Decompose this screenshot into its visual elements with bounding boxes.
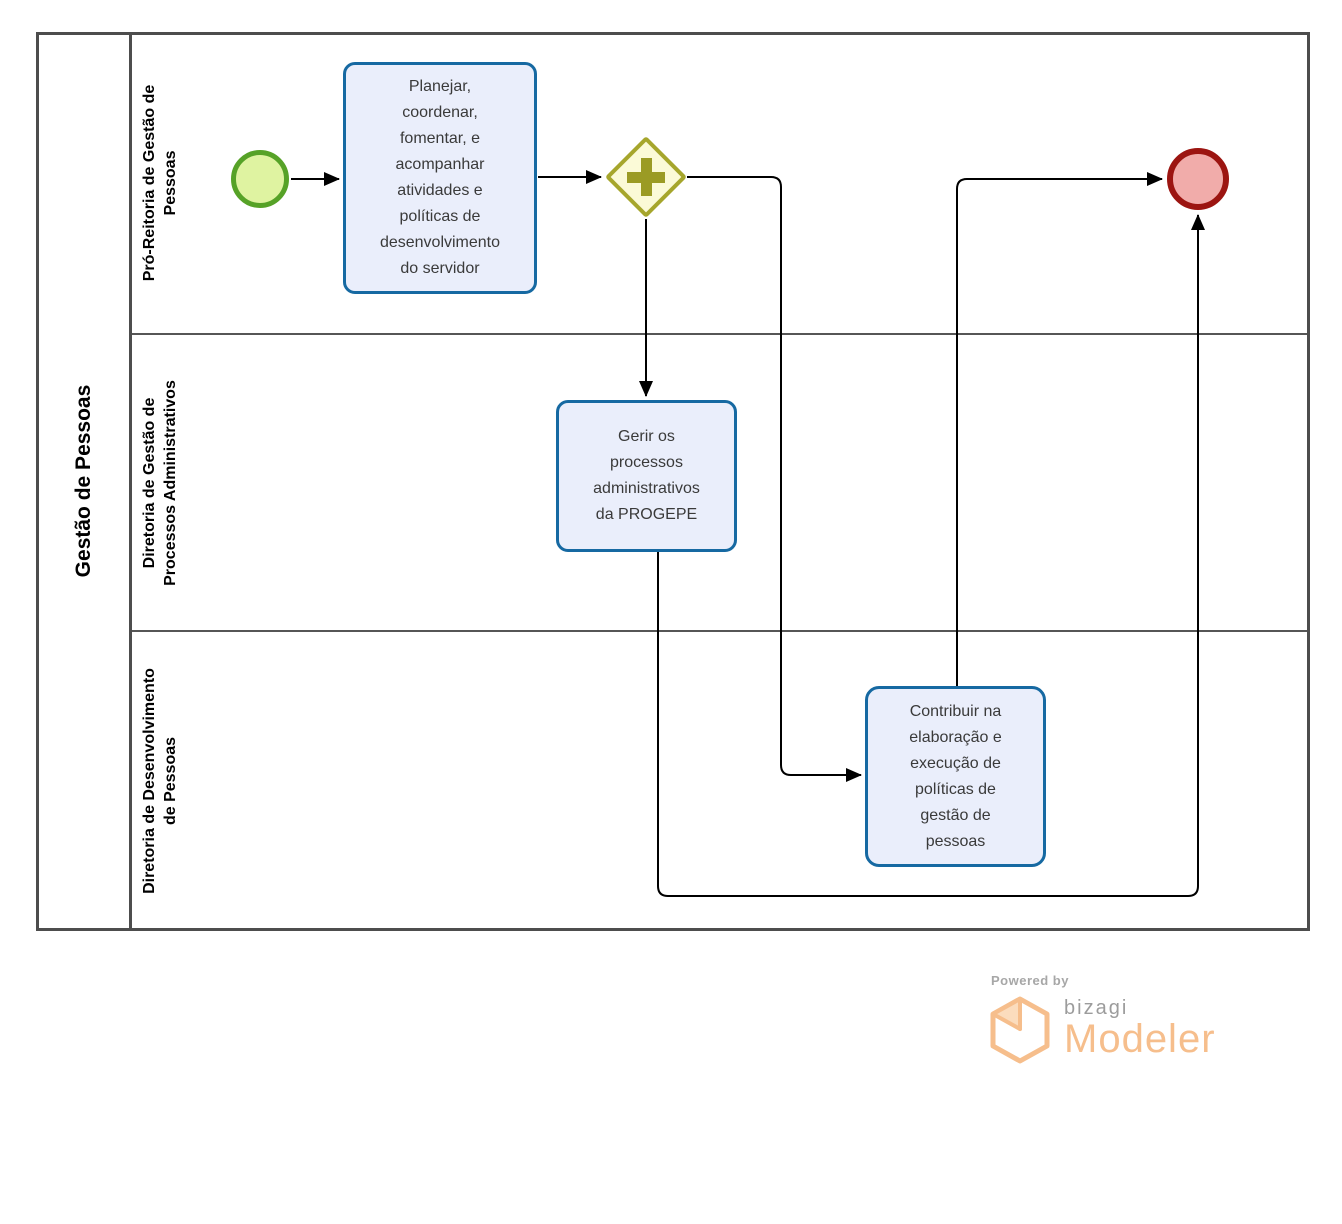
- pool-header: [39, 35, 132, 928]
- end-event[interactable]: [1167, 148, 1229, 210]
- plus-icon: [640, 158, 652, 196]
- task-planejar[interactable]: Planejar, coordenar, fomentar, e acompan…: [343, 62, 537, 294]
- modeler-wordmark: Modeler: [1064, 1017, 1216, 1061]
- bizagi-modeler-logo: Powered by bizagi Modeler: [988, 973, 1216, 1064]
- pool-title: Gestão de Pessoas: [71, 384, 95, 578]
- task-gerir-label: Gerir os processos administrativos da PR…: [593, 428, 700, 523]
- lane-label-pro-reitoria: Pró-Reitoria de Gestão de Pessoas: [141, 84, 179, 282]
- task-gerir[interactable]: Gerir os processos administrativos da PR…: [556, 400, 737, 552]
- gateway-inner: [621, 152, 671, 202]
- start-event[interactable]: [231, 150, 289, 208]
- task-contribuir-label: Contribuir na elaboração e execução de p…: [909, 702, 1002, 850]
- lane-diretoria-desenvolvimento: [132, 630, 1307, 928]
- lane-label-diretoria-desenvolvimento: Diretoria de Desenvolvimento de Pessoas: [141, 668, 179, 894]
- bizagi-wordmark: bizagi: [1064, 997, 1129, 1019]
- task-planejar-label: Planejar, coordenar, fomentar, e acompan…: [379, 78, 501, 277]
- task-contribuir[interactable]: Contribuir na elaboração e execução de p…: [865, 686, 1046, 867]
- powered-by-text: Powered by: [991, 973, 1069, 988]
- lane-pro-reitoria: [132, 35, 1307, 333]
- bizagi-hexagon-icon: [990, 996, 1050, 1064]
- lane-label-diretoria-processos: Diretoria de Gestão de Processos Adminis…: [141, 380, 179, 586]
